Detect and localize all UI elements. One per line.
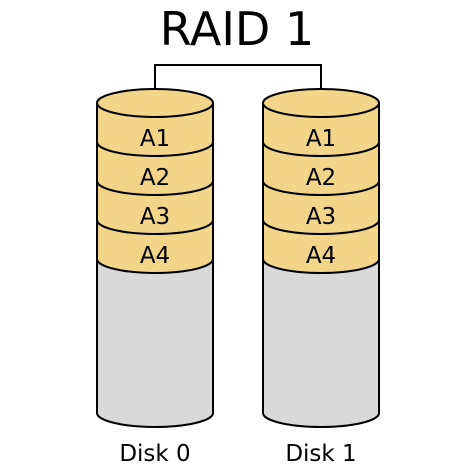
disk-1-block-a1: A1 xyxy=(306,126,336,152)
disk-0-data-band xyxy=(97,103,213,273)
disk-0-label: Disk 0 xyxy=(119,441,190,467)
disk-1-block-separator xyxy=(262,258,380,274)
disk-1-data-band xyxy=(263,103,379,273)
diagram-title: RAID 1 xyxy=(160,2,314,56)
disk-0-block-a3: A3 xyxy=(140,204,170,230)
disk-0-outline xyxy=(96,103,214,428)
disk-0-block-separator xyxy=(96,258,214,274)
disk-1-block-separator xyxy=(262,219,380,235)
mirror-connector xyxy=(154,64,322,100)
disk-0-block-a1: A1 xyxy=(140,126,170,152)
disk-1-top xyxy=(262,88,380,118)
disk-0-empty-space xyxy=(97,259,213,427)
disk-1-empty-space xyxy=(263,259,379,427)
disk-1-block-separator xyxy=(262,141,380,157)
disk-0-block-separator xyxy=(96,180,214,196)
disk-0-top xyxy=(96,88,214,118)
disk-1-block-a3: A3 xyxy=(306,204,336,230)
disk-0-block-separator xyxy=(96,141,214,157)
disk-1-block-a4: A4 xyxy=(306,243,336,269)
disk-1-block-a2: A2 xyxy=(306,165,336,191)
disk-0-block-a2: A2 xyxy=(140,165,170,191)
disk-1-block-separator xyxy=(262,180,380,196)
disk-0-block-separator xyxy=(96,219,214,235)
disk-1-label: Disk 1 xyxy=(285,441,356,467)
disk-1-outline xyxy=(262,103,380,428)
disk-0-block-a4: A4 xyxy=(140,243,170,269)
